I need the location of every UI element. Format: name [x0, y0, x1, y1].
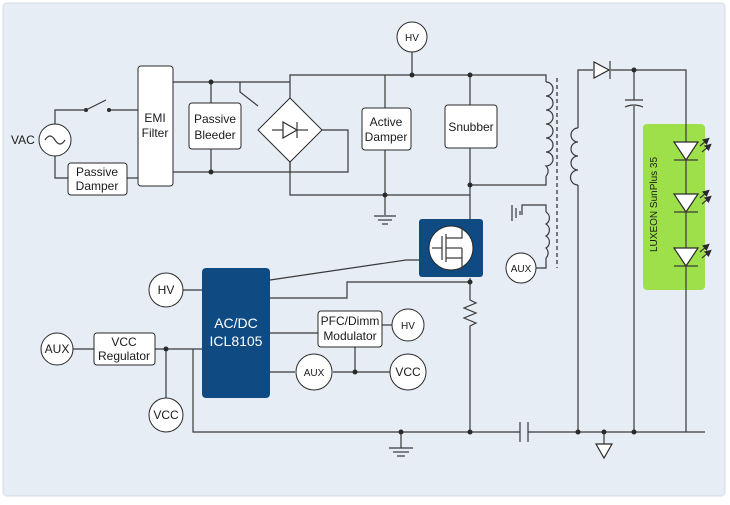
- passive-bleeder-line2: Bleeder: [194, 128, 235, 142]
- vcc-regulator-line1: VCC: [111, 335, 137, 349]
- primary-winding-icon: [544, 81, 554, 177]
- passive-damper-line1: Passive: [76, 165, 118, 179]
- ground-icon: [374, 215, 396, 225]
- mosfet-block: [419, 219, 483, 277]
- emi-filter-block: EMI Filter: [137, 65, 174, 187]
- snubber-label: Snubber: [448, 120, 493, 134]
- snubber-block: Snubber: [444, 104, 498, 149]
- hv-top-label: HV: [405, 33, 419, 44]
- bridge-rectifier: [257, 97, 323, 163]
- controller-line2: ICL8105: [210, 333, 263, 349]
- hv-node-pfc: HV: [391, 308, 425, 342]
- output-ground-icon: [594, 443, 614, 460]
- vcc-regulator-block: VCC Regulator: [93, 332, 156, 366]
- aux-winding-icon: [544, 211, 550, 259]
- aux-left-label: AUX: [45, 342, 70, 356]
- led-icon: [672, 243, 712, 268]
- emi-line2: Filter: [142, 126, 169, 140]
- pfc-line1: PFC/Dimm: [321, 314, 380, 328]
- sense-resistor-icon: [462, 295, 478, 328]
- vcc-node-right: VCC: [389, 353, 427, 391]
- emi-line1: EMI: [144, 111, 165, 125]
- background-panel: [2, 2, 726, 497]
- aux-ground-icon: [511, 205, 521, 221]
- led-string: LUXEON SunPlus 35: [649, 124, 712, 290]
- passive-bleeder-block: Passive Bleeder: [188, 102, 242, 150]
- aux-bottom-label: AUX: [304, 368, 325, 379]
- junction-dots: [163, 67, 637, 435]
- passive-damper-block: Passive Damper: [67, 162, 128, 196]
- pfc-modulator-block: PFC/Dimm Modulator: [317, 310, 383, 348]
- hv-left-label: HV: [158, 283, 175, 297]
- vac-label: VAC: [11, 133, 35, 147]
- hv-node-top: HV: [396, 21, 428, 53]
- pfc-line2: Modulator: [323, 329, 376, 343]
- vcc-right-label: VCC: [395, 365, 421, 379]
- vcc-node-bottom: VCC: [148, 397, 184, 433]
- passive-damper-line2: Damper: [76, 179, 119, 193]
- vcc-regulator-line2: Regulator: [98, 349, 150, 363]
- output-diode-icon: [593, 61, 611, 79]
- active-damper-line2: Damper: [365, 130, 408, 144]
- led-icon: [672, 189, 712, 214]
- secondary-winding-icon: [569, 127, 579, 186]
- hv-node-left: HV: [148, 272, 184, 308]
- active-damper-line1: Active: [370, 115, 403, 129]
- vac-source: VAC: [11, 123, 72, 157]
- controller-block: AC/DC ICL8105: [202, 268, 270, 398]
- output-capacitor-icon: [624, 99, 644, 108]
- aux-node-transformer: AUX: [505, 252, 537, 284]
- hv-pfc-label: HV: [401, 321, 415, 332]
- aux-node-left: AUX: [40, 332, 74, 366]
- aux-transformer-label: AUX: [511, 264, 532, 275]
- active-damper-block: Active Damper: [361, 107, 412, 151]
- vcc-bottom-label: VCC: [153, 408, 179, 422]
- led-string-label: LUXEON SunPlus 35: [649, 157, 660, 252]
- controller-line1: AC/DC: [214, 315, 258, 331]
- y-capacitor-icon: [519, 422, 529, 442]
- switch-icon: [84, 99, 111, 112]
- led-icon: [672, 137, 712, 162]
- passive-bleeder-line1: Passive: [194, 112, 236, 126]
- aux-node-bottom: AUX: [295, 353, 333, 391]
- ground-icon: [389, 447, 413, 457]
